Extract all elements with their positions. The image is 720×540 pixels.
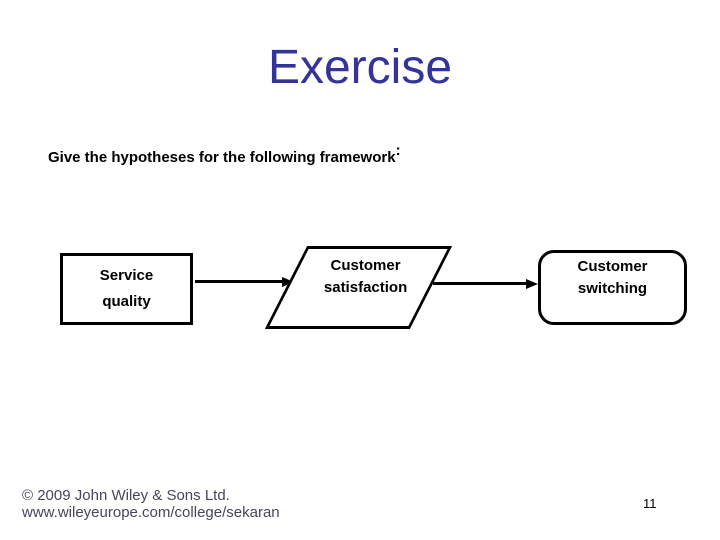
- page-number: 11: [643, 496, 657, 511]
- prompt-body: Give the hypotheses for the following fr…: [48, 149, 396, 166]
- arrow-shaft: [433, 282, 526, 285]
- node-label-line: satisfaction: [323, 279, 408, 296]
- footer: © 2009 John Wiley & Sons Ltd. www.wileye…: [22, 487, 280, 521]
- node-service-quality: Service quality: [60, 253, 193, 325]
- node-customer-switching: Customer switching: [538, 250, 687, 325]
- arrow-head-icon: [526, 278, 538, 289]
- footer-copyright: © 2009 John Wiley & Sons Ltd.: [22, 487, 230, 504]
- arrow-shaft: [195, 280, 282, 283]
- prompt-colon: :: [395, 142, 401, 159]
- node-label-line: Service: [99, 267, 154, 284]
- arrow-service-to-satisfaction: [195, 276, 294, 287]
- arrow-satisfaction-to-switching: [433, 278, 538, 289]
- footer-website: www.wileyeurope.com/college/sekaran: [22, 504, 280, 521]
- node-customer-satisfaction: Customer satisfaction: [264, 246, 453, 329]
- prompt-text: Give the hypotheses for the following fr…: [48, 143, 401, 166]
- node-label-line: Customer: [330, 257, 401, 274]
- node-label: Customer satisfaction: [324, 249, 407, 299]
- node-label-line: switching: [577, 280, 648, 297]
- page-title: Exercise: [267, 41, 453, 94]
- node-label-line: Customer: [577, 258, 648, 275]
- node-label-line: quality: [102, 293, 151, 310]
